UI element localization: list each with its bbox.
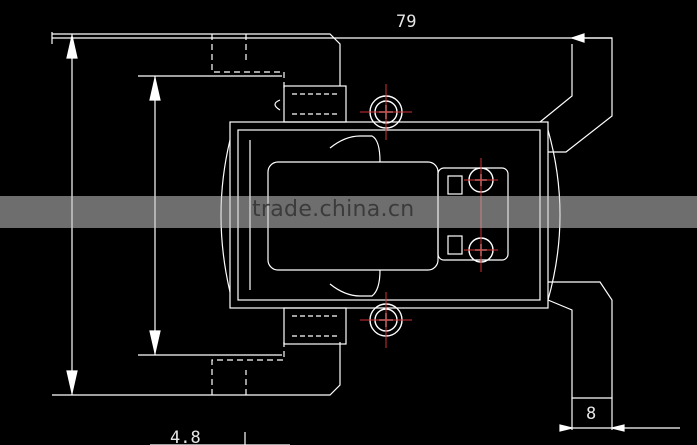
dimension-4-8: [150, 432, 290, 445]
watermark-band: [0, 196, 697, 228]
dimension-79-label: 79: [396, 12, 416, 32]
dimension-inner-height: [138, 75, 282, 356]
watermark-text: trade.china.cn: [252, 197, 415, 222]
bottom-fitting: [211, 307, 347, 396]
center-lines: [360, 84, 498, 348]
dimension-4-8-label: 4.8: [170, 428, 201, 445]
mounting-bracket: [539, 37, 680, 432]
dimension-8-label: 8: [586, 404, 596, 424]
top-fitting: [211, 33, 347, 123]
